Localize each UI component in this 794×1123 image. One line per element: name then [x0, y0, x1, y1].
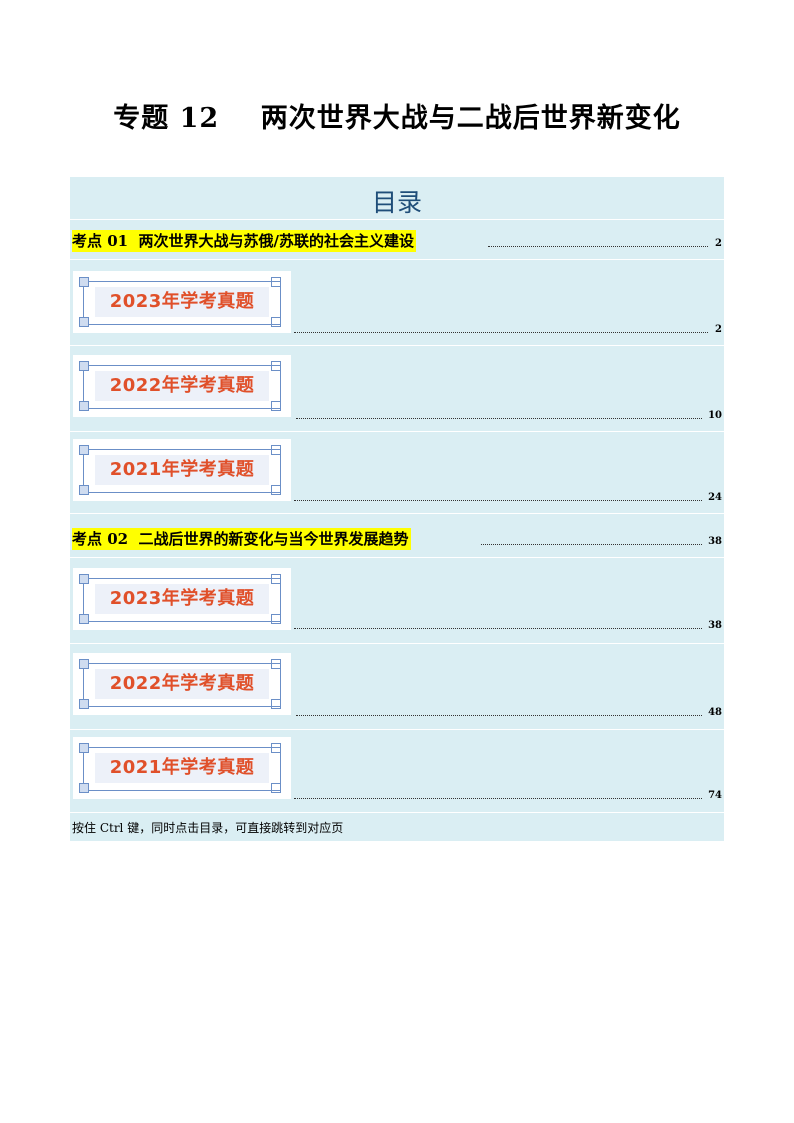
toc-separator: [70, 219, 724, 220]
badge-corner: [79, 361, 89, 371]
badge-corner: [271, 277, 281, 287]
badge-corner: [271, 445, 281, 455]
badge-corner: [79, 445, 89, 455]
toc-page-number[interactable]: 2: [715, 324, 722, 335]
badge-corner: [271, 485, 281, 495]
toc-heading: 目录: [371, 188, 422, 217]
badge-corner: [79, 743, 89, 753]
toc-section-2[interactable]: 考点 02 二战后世界的新变化与当今世界发展趋势 38: [70, 528, 724, 550]
year-badge-2023[interactable]: 2023年学考真题: [73, 568, 291, 630]
leader-dots: [481, 544, 702, 545]
badge-corner: [79, 317, 89, 327]
badge-frame: [83, 449, 281, 493]
leader-dots: [294, 628, 702, 629]
toc-page-number[interactable]: 74: [708, 790, 722, 801]
badge-corner: [271, 614, 281, 624]
toc-separator: [70, 812, 724, 813]
badge-text: 2021年学考真题: [109, 459, 255, 480]
table-of-contents: 目录 考点 01 两次世界大战与苏俄/苏联的社会主义建设 2 2023年学考真题…: [70, 177, 724, 841]
badge-corner: [271, 659, 281, 669]
toc-page-number[interactable]: 48: [708, 707, 722, 718]
toc-section-1[interactable]: 考点 01 两次世界大战与苏俄/苏联的社会主义建设 2: [70, 230, 724, 252]
toc-separator: [70, 259, 724, 260]
badge-text: 2022年学考真题: [109, 673, 255, 694]
toc-separator: [70, 557, 724, 558]
badge-corner: [271, 743, 281, 753]
badge-frame: [83, 281, 281, 325]
badge-inner: [95, 455, 269, 485]
badge-corner: [271, 699, 281, 709]
toc-page-number[interactable]: 2: [715, 238, 722, 249]
badge-corner: [79, 659, 89, 669]
toc-separator: [70, 643, 724, 644]
leader-dots: [294, 332, 708, 333]
leader-dots: [296, 418, 702, 419]
toc-separator: [70, 513, 724, 514]
toc-page-number[interactable]: 10: [708, 410, 722, 421]
badge-frame: [83, 747, 281, 791]
badge-corner: [79, 485, 89, 495]
badge-frame: [83, 578, 281, 622]
badge-inner: [95, 287, 269, 317]
year-badge-2023[interactable]: 2023年学考真题: [73, 271, 291, 333]
leader-dots: [296, 715, 702, 716]
badge-corner: [79, 614, 89, 624]
badge-corner: [271, 783, 281, 793]
badge-inner: [95, 371, 269, 401]
badge-corner: [271, 361, 281, 371]
toc-section-label[interactable]: 考点 01 两次世界大战与苏俄/苏联的社会主义建设: [72, 230, 417, 252]
badge-corner: [271, 317, 281, 327]
toc-page-number[interactable]: 38: [708, 536, 722, 547]
leader-dots: [294, 798, 702, 799]
year-badge-2021[interactable]: 2021年学考真题: [73, 737, 291, 799]
badge-text: 2022年学考真题: [109, 375, 255, 396]
document-title: 专题 12 两次世界大战与二战后世界新变化: [113, 103, 681, 134]
year-badge-2022[interactable]: 2022年学考真题: [73, 653, 291, 715]
toc-section-label[interactable]: 考点 02 二战后世界的新变化与当今世界发展趋势: [72, 528, 411, 550]
badge-inner: [95, 753, 269, 783]
badge-text: 2023年学考真题: [109, 291, 255, 312]
toc-page-number[interactable]: 24: [708, 492, 722, 503]
badge-inner: [95, 584, 269, 614]
badge-inner: [95, 669, 269, 699]
badge-corner: [79, 277, 89, 287]
toc-separator: [70, 729, 724, 730]
badge-corner: [79, 699, 89, 709]
badge-corner: [79, 401, 89, 411]
year-badge-2021[interactable]: 2021年学考真题: [73, 439, 291, 501]
toc-navigation-hint: 按住 Ctrl 键，同时点击目录，可直接跳转到对应页: [72, 821, 344, 835]
badge-corner: [79, 574, 89, 584]
toc-separator: [70, 431, 724, 432]
year-badge-2022[interactable]: 2022年学考真题: [73, 355, 291, 417]
leader-dots: [488, 246, 708, 247]
badge-frame: [83, 663, 281, 707]
badge-frame: [83, 365, 281, 409]
badge-text: 2023年学考真题: [109, 588, 255, 609]
toc-page-number[interactable]: 38: [708, 620, 722, 631]
badge-text: 2021年学考真题: [109, 757, 255, 778]
badge-corner: [271, 401, 281, 411]
leader-dots: [294, 500, 702, 501]
toc-separator: [70, 345, 724, 346]
badge-corner: [271, 574, 281, 584]
badge-corner: [79, 783, 89, 793]
